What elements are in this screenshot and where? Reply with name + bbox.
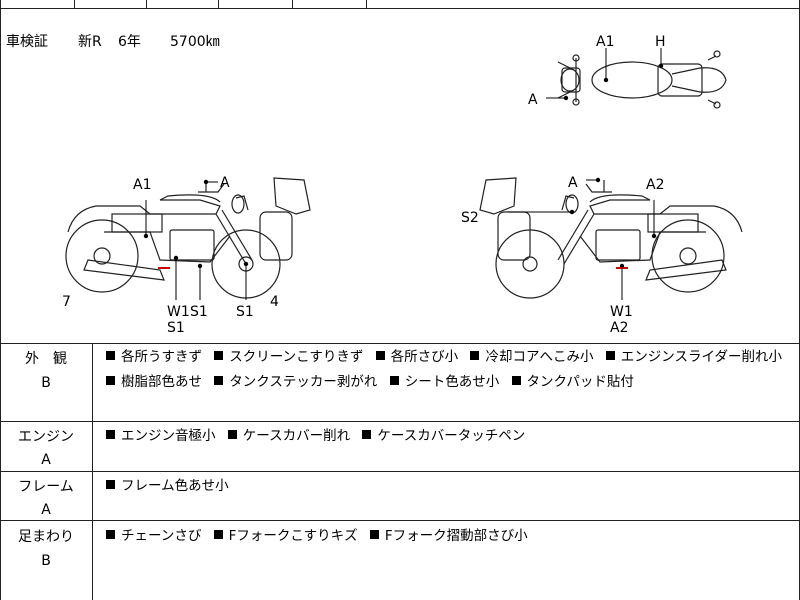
motorcycle-left-side-diagram [65,177,311,300]
bullet-square-icon [106,530,115,539]
label-s2-right: S2 [461,210,479,226]
inspection-label: 車検証 [6,34,48,50]
section-title-engine: エンジン [18,429,74,445]
list-item: タンクステッカー剥がれ [214,374,377,390]
list-item: エンジンスライダー削れ小 [605,349,782,365]
section-items-exterior: 各所うすきず スクリーンこすりきず 各所さび小 冷却コアへこみ小 エンジンスライ… [106,345,796,395]
left-border [0,0,1,600]
list-item: ケースカバータッチペン [362,428,525,444]
label-a-top: A [528,92,538,108]
bullet-square-icon [106,480,115,489]
motorcycle-top-view-diagram [546,48,727,109]
section-title-frame: フレーム [18,479,74,495]
top-cell-divider [366,0,367,8]
row-divider [0,520,800,521]
label-w1-left: W1 [167,304,190,320]
top-cell-divider [292,0,293,8]
section-grade-engine: A [41,452,51,468]
section-grade-exterior: B [41,375,51,391]
top-cell-divider [74,0,75,8]
bullet-square-icon [214,376,224,385]
section-items-suspension: チェーンさび Fフォークこすりキズ Fフォーク摺動部さび小 [106,524,796,549]
list-item: 樹脂部色あせ [106,374,202,390]
list-item: チェーンさび [106,528,201,544]
label-a2-right: A2 [646,177,665,193]
label-a1-left: A1 [133,177,152,193]
list-item: 各所うすきず [106,349,202,365]
list-item: シート色あせ小 [389,374,499,390]
label-s1-left: S1 [190,304,208,320]
label-s1-left-lower: S1 [167,320,185,336]
section-grade-suspension: B [41,553,51,569]
label-4-left: 4 [270,294,279,310]
label-a2-right-lower: A2 [610,320,629,336]
bullet-square-icon [511,376,521,385]
top-cell-divider [218,0,219,8]
section-title-suspension: 足まわり [18,529,74,545]
list-item: ケースカバー削れ [227,428,350,444]
bullet-square-icon [470,351,480,360]
bullet-square-icon [214,351,224,360]
bullet-square-icon [213,530,223,539]
row-divider [0,421,800,422]
label-7-left: 7 [62,294,71,310]
list-item: 冷却コアへこみ小 [470,349,593,365]
section-title-exterior: 外 観 [25,351,67,367]
bullet-square-icon [227,430,237,439]
list-item: スクリーンこすりきず [214,349,363,365]
list-item: 各所さび小 [375,349,458,365]
list-item: タンクパッド貼付 [511,374,634,390]
bullet-square-icon [369,530,379,539]
motorcycle-right-side-diagram [479,177,743,300]
bullet-square-icon [605,351,615,360]
inspection-years: 6年 [118,34,141,50]
bullet-square-icon [106,351,115,360]
bullet-square-icon [106,430,115,439]
top-cell-divider [146,0,147,8]
list-item: Fフォーク摺動部さび小 [369,528,528,544]
label-a-left: A [220,175,230,191]
bullet-square-icon [106,376,115,385]
list-item: フレーム色あせ小 [106,478,229,494]
bullet-square-icon [389,376,399,385]
label-a-right: A [568,175,578,191]
registration-status: 新R [78,34,102,50]
top-border [0,8,800,9]
mileage: 5700㎞ [170,34,220,50]
table-column-divider [92,343,93,600]
label-w1-right: W1 [610,304,633,320]
row-divider [0,471,800,472]
bullet-square-icon [362,430,372,439]
label-a1-top: A1 [596,34,615,50]
table-top-border [0,343,800,344]
label-s1-left-front: S1 [236,304,254,320]
bullet-square-icon [375,351,385,360]
label-h-top: H [655,34,666,50]
section-items-engine: エンジン音極小 ケースカバー削れ ケースカバータッチペン [106,424,796,449]
list-item: エンジン音極小 [106,428,216,444]
list-item: Fフォークこすりキズ [213,528,358,544]
section-items-frame: フレーム色あせ小 [106,474,796,499]
section-grade-frame: A [41,502,51,518]
